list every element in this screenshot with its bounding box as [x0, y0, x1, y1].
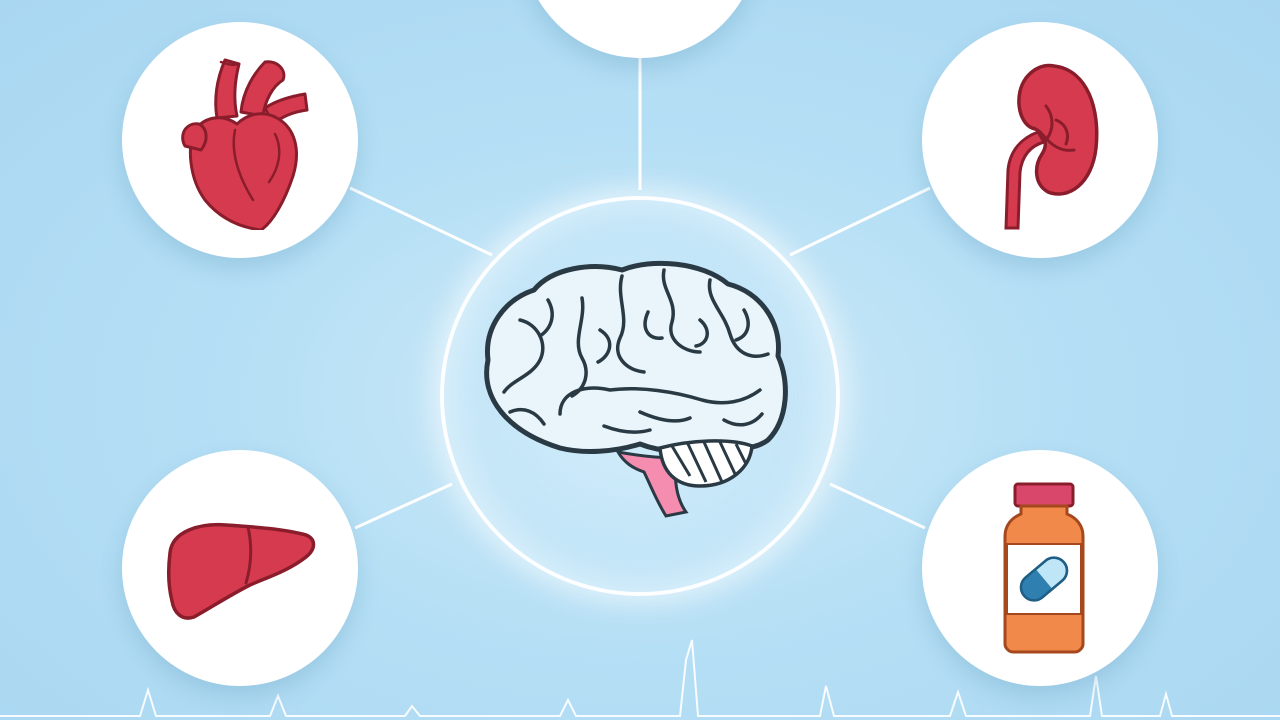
brain-folds: [502, 268, 770, 434]
cerebellum: [658, 439, 754, 488]
cerebellum-hatching: [670, 441, 748, 483]
connector-heart: [349, 186, 493, 257]
liver-icon: [166, 522, 316, 620]
node-kidney: [922, 22, 1158, 258]
node-liver: [122, 450, 358, 686]
pulse-line: [0, 639, 1280, 717]
heart-icon: [181, 58, 309, 230]
medicine-bottle-icon: [1003, 482, 1085, 654]
connector-kidney: [789, 186, 931, 257]
node-heart: [122, 22, 358, 258]
capsule-icon: [1019, 556, 1069, 602]
connector-medicine: [829, 482, 926, 530]
node-medicine: [922, 450, 1158, 686]
connector-liver: [354, 482, 453, 530]
kidney-icon: [1004, 63, 1099, 230]
